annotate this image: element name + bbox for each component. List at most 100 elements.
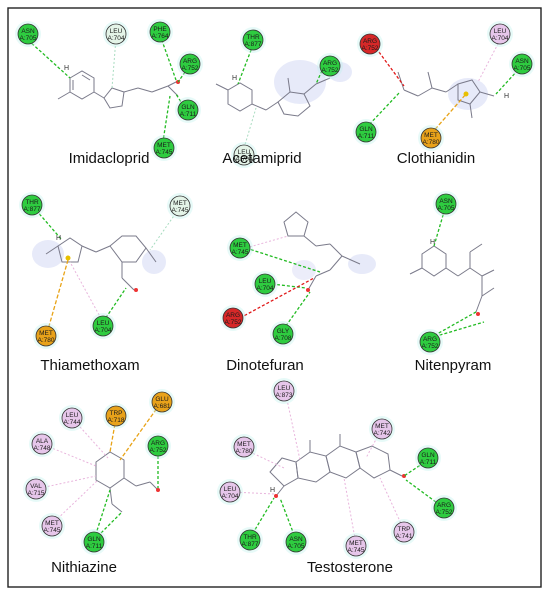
- panel-thiamethoxam: H: [32, 209, 179, 334]
- residue-circle: [147, 435, 169, 457]
- residue-number: A:745: [156, 149, 173, 156]
- residue-circle: [419, 331, 441, 353]
- residue-number: A:742: [374, 430, 391, 437]
- residue-number: A:752: [422, 343, 439, 350]
- residue-circle: [169, 195, 191, 217]
- residue-name: LEU: [224, 486, 237, 493]
- caption-imidacloprid: Imidacloprid: [69, 150, 150, 167]
- svg-text:H: H: [270, 487, 275, 494]
- residue-circle: [393, 521, 415, 543]
- residue-name: ASN: [21, 28, 35, 35]
- residue-name: ARG: [183, 58, 197, 65]
- residue-name: ARG: [323, 60, 337, 67]
- residue-circle: [433, 497, 455, 519]
- residue-circle: [21, 194, 43, 216]
- residue-circle: [219, 481, 241, 503]
- residue-number: A:705: [20, 35, 37, 42]
- residue-number: A:705: [288, 543, 305, 550]
- hydrophobic-halo: [274, 60, 326, 104]
- residue-name: GLY: [277, 328, 290, 335]
- residue-name: LEU: [278, 385, 291, 392]
- residue-name: ARG: [226, 312, 240, 319]
- residue-circle: [435, 193, 457, 215]
- residue-circle: [371, 418, 393, 440]
- residue-number: A:877: [242, 541, 259, 548]
- panel-nitenpyram: H: [409, 204, 495, 339]
- residue-number: A:752: [225, 319, 242, 326]
- caption-nitenpyram: Nitenpyram: [415, 357, 492, 374]
- residue-circle: [489, 23, 511, 45]
- residue-circle: [355, 121, 377, 143]
- residue-circle: [151, 391, 173, 413]
- residue-number: A:873: [276, 392, 293, 399]
- residue-circle: [31, 433, 53, 455]
- residue-name: ASN: [289, 536, 303, 543]
- residue-circle: [233, 436, 255, 458]
- residue-number: A:741: [396, 533, 413, 540]
- residue-circle: [25, 478, 47, 500]
- caption-clothianidin: Clothianidin: [397, 150, 475, 167]
- residue-circle: [105, 405, 127, 427]
- residue-name: MET: [39, 330, 53, 337]
- caption-testosterone: Testosterone: [307, 559, 393, 576]
- residue-name: THR: [246, 34, 260, 41]
- residue-number: A:752: [362, 45, 379, 52]
- residue-number: A:752: [150, 447, 167, 454]
- residue-name: VAL: [30, 483, 42, 490]
- residue-number: A:752: [322, 67, 339, 74]
- residue-circle: [511, 53, 533, 75]
- residue-name: LEU: [238, 149, 251, 156]
- residue-circle: [35, 325, 57, 347]
- residue-name: MET: [233, 242, 247, 249]
- residue-name: LEU: [259, 278, 272, 285]
- residue-name: THR: [25, 199, 39, 206]
- residue-name: LEU: [66, 412, 79, 419]
- residue-circle: [17, 23, 39, 45]
- residue-circle: [222, 307, 244, 329]
- residue-name: MET: [173, 200, 187, 207]
- residue-number: A:704: [222, 493, 239, 500]
- residue-circle: [345, 535, 367, 557]
- residue-name: MET: [349, 540, 363, 547]
- residue-name: ARG: [437, 502, 451, 509]
- residue-number: A:780: [423, 139, 440, 146]
- residue-number: A:748: [34, 445, 51, 452]
- residue-circle: [420, 127, 442, 149]
- residue-name: MET: [424, 132, 438, 139]
- residue-number: A:705: [438, 205, 455, 212]
- panel-clothianidin: H: [365, 39, 519, 135]
- residue-number: A:711: [180, 111, 197, 118]
- residue-circle: [285, 531, 307, 553]
- residue-circle: [254, 273, 276, 295]
- residue-circle: [272, 323, 294, 345]
- residue-number: A:877: [24, 206, 41, 213]
- panel-acetamiprid: H: [215, 44, 352, 149]
- panel-dinotefuran: [239, 211, 376, 331]
